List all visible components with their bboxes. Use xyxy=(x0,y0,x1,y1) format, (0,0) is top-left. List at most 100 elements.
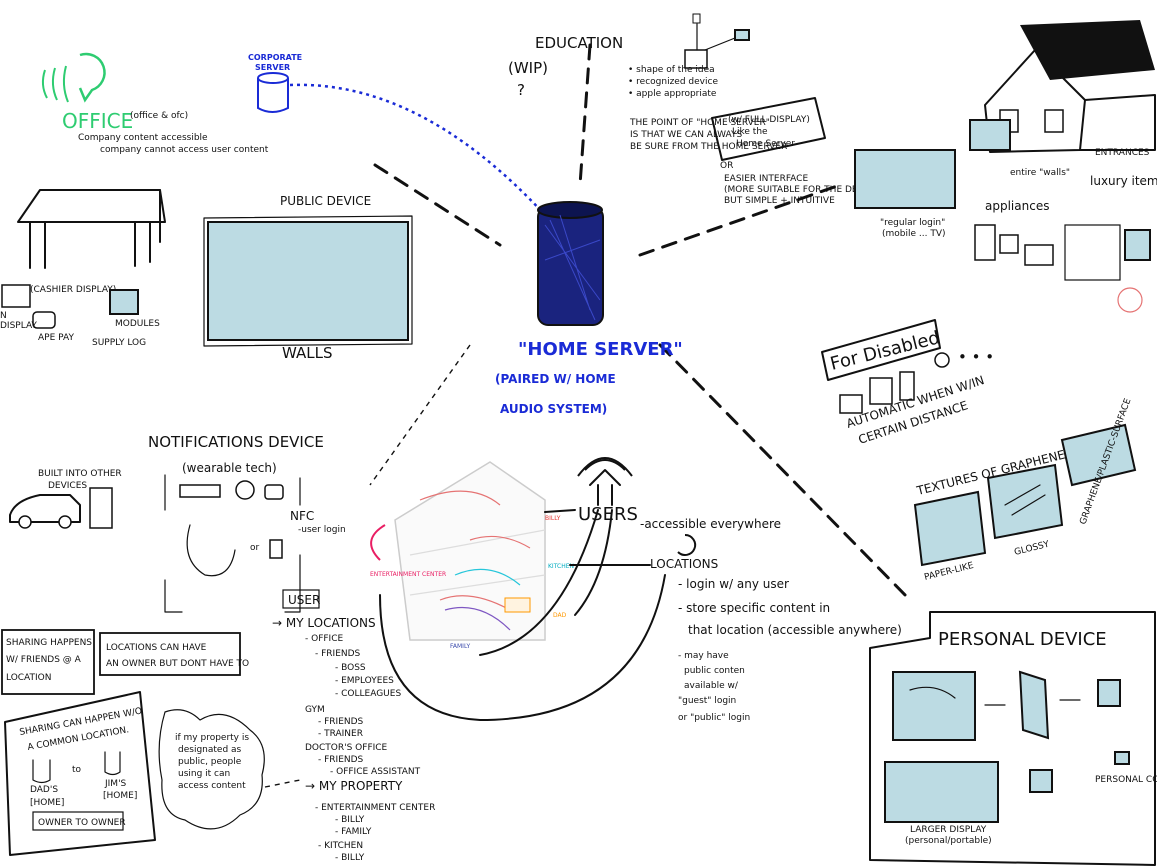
table-icon xyxy=(17,189,166,223)
connector-house xyxy=(638,183,842,257)
home-server-title: "HOME SERVER" xyxy=(518,339,683,360)
education-box-text-1: (w/ FULL DISPLAY) xyxy=(728,115,810,125)
personal-device-title: PERSONAL DEVICE xyxy=(938,629,1107,650)
education-tiny-1: THE POINT OF "HOME SERVER" xyxy=(629,118,770,128)
ring-icon xyxy=(235,480,255,500)
house-label-walls: entire "walls" xyxy=(1010,168,1070,178)
earphones-icon xyxy=(186,524,236,577)
sharing-jimhome: [HOME] xyxy=(103,791,137,801)
tree-item-6: GYM xyxy=(305,705,325,715)
house-label-mobile: (mobile ... TV) xyxy=(882,229,946,239)
education-wip: (WIP) xyxy=(508,59,548,77)
tree-item-4: - EMPLOYEES xyxy=(335,676,394,686)
users-bullet-6: available w/ xyxy=(684,681,739,691)
personal-device-frame xyxy=(869,611,1156,866)
arrow-to-family xyxy=(479,509,599,656)
office-label-pay: APE PAY xyxy=(38,333,74,343)
cloud-line4: using it can xyxy=(178,769,230,779)
database-icon xyxy=(257,78,289,113)
sharing-box2-line2: AN OWNER BUT DONT HAVE TO xyxy=(106,659,249,669)
users-bullet-5: public conten xyxy=(684,666,745,676)
fridge-icon xyxy=(974,224,996,261)
users-title: USERS xyxy=(578,504,638,525)
cloud-line1: if my property is xyxy=(175,733,249,743)
sharing-dad: DAD'S xyxy=(30,785,58,795)
tree-my-property: → MY PROPERTY xyxy=(305,779,403,793)
tree-user: USER xyxy=(288,593,320,607)
tree-prop-5: - BILLY xyxy=(335,853,365,863)
sharing-box-3 xyxy=(4,691,156,856)
arrow-cloud-to-property xyxy=(264,779,301,788)
office-note-2: company cannot access user content xyxy=(100,145,269,155)
tree-item-3: - BOSS xyxy=(335,663,366,673)
room-label-kitchen: KITCHEN xyxy=(548,563,574,570)
user-tree: USER → MY LOCATIONS - OFFICE - FRIENDS -… xyxy=(264,589,435,863)
dad-server-icon xyxy=(32,759,51,784)
users-bullet-4: - may have xyxy=(678,651,729,661)
connector-education xyxy=(578,43,592,187)
users-accessible: -accessible everywhere xyxy=(640,517,781,531)
personal-device-section: PERSONAL DEVICE LARGER DISPLAY (personal… xyxy=(869,611,1157,866)
notifications-built-2: DEVICES xyxy=(48,481,87,491)
office-note-small: (office & ofc) xyxy=(130,111,188,121)
connector-corporate xyxy=(289,83,546,216)
tree-prop-3: - FAMILY xyxy=(335,827,372,837)
stairs-icon xyxy=(869,377,893,405)
education-box xyxy=(711,97,826,161)
sharing-box-2 xyxy=(99,632,241,676)
notifications-wearable: (wearable tech) xyxy=(182,461,277,475)
tree-item-1: - OFFICE xyxy=(305,634,343,644)
house-outline xyxy=(394,461,546,641)
education-box-text-3: Home Server xyxy=(736,139,795,149)
tree-item-8: - TRAINER xyxy=(318,729,363,739)
larger-display-screen xyxy=(884,761,999,823)
personal-label-comm: PERSONAL COMMUNICATION DEVICE xyxy=(1095,775,1157,785)
room-label-family: FAMILY xyxy=(450,643,470,650)
sharing-owner: OWNER TO OWNER xyxy=(38,818,126,828)
disabled-section: For Disabled • • • AUTOMATIC WHEN W/IN C… xyxy=(821,319,994,447)
office-section: OFFICE (office & ofc) Company content ac… xyxy=(0,52,269,348)
sink-icon xyxy=(839,394,863,414)
education-note-2: • recognized device xyxy=(628,77,718,87)
tree-prop-1: - ENTERTAINMENT CENTER xyxy=(315,803,435,813)
education-section: EDUCATION (WIP) ? • shape of the idea • … xyxy=(508,13,882,206)
education-title: EDUCATION xyxy=(535,34,623,52)
arrow-to-dad xyxy=(574,509,613,616)
home-server-subtitle-1: (PAIRED W/ HOME xyxy=(495,372,616,386)
tree-item-11: - OFFICE ASSISTANT xyxy=(330,767,421,777)
chat-bubble-icon xyxy=(78,52,106,103)
office-label-cashier: (CASHIER DISPLAY) xyxy=(30,285,116,295)
folded-screen xyxy=(1018,670,1050,740)
walls-label: WALLS xyxy=(282,344,333,362)
cloud-line3: public, people xyxy=(178,757,242,767)
education-alt-1: EASIER INTERFACE xyxy=(724,174,808,184)
tree-item-10: - FRIENDS xyxy=(318,755,364,765)
graphene-section: TEXTURES OF GRAPHENE SCREENS PAPER-LIKE … xyxy=(913,397,1137,583)
tree-item-5: - COLLEAGUES xyxy=(335,689,401,699)
office-title: OFFICE xyxy=(62,109,133,133)
users-bullet-7: "guest" login xyxy=(678,696,736,706)
plastic-screen xyxy=(1060,423,1137,487)
glossy-screen xyxy=(986,463,1064,540)
paper-like-screen xyxy=(913,490,987,567)
house-section: "regular login" (mobile ... TV) entire "… xyxy=(854,20,1157,313)
house-label-appliances: appliances xyxy=(985,199,1049,213)
home-server-subtitle-2: AUDIO SYSTEM) xyxy=(500,402,607,416)
connector-public-device xyxy=(373,163,502,247)
users-bullet-2: - store specific content in xyxy=(678,601,830,615)
door-icon xyxy=(899,371,915,401)
cloud-line5: access content xyxy=(178,781,246,791)
tree-prop-4: - KITCHEN xyxy=(318,841,363,851)
locations-bubble-icon xyxy=(677,533,697,556)
cloud-line2: designated as xyxy=(178,745,242,755)
house-label-luxury: luxury items xyxy=(1090,174,1157,188)
tree-prop-2: - BILLY xyxy=(335,815,365,825)
graphene-label-glossy: GLOSSY xyxy=(1013,539,1051,557)
office-label-n: N xyxy=(0,311,7,321)
personal-label-portable: (personal/portable) xyxy=(905,836,992,846)
education-tiny-2: IS THAT WE CAN ALWAYS xyxy=(630,130,742,140)
personal-label-larger: LARGER DISPLAY xyxy=(910,825,987,835)
notifications-title: NOTIFICATIONS DEVICE xyxy=(148,433,324,451)
notifications-section: NOTIFICATIONS DEVICE (wearable tech) BUI… xyxy=(9,433,346,613)
